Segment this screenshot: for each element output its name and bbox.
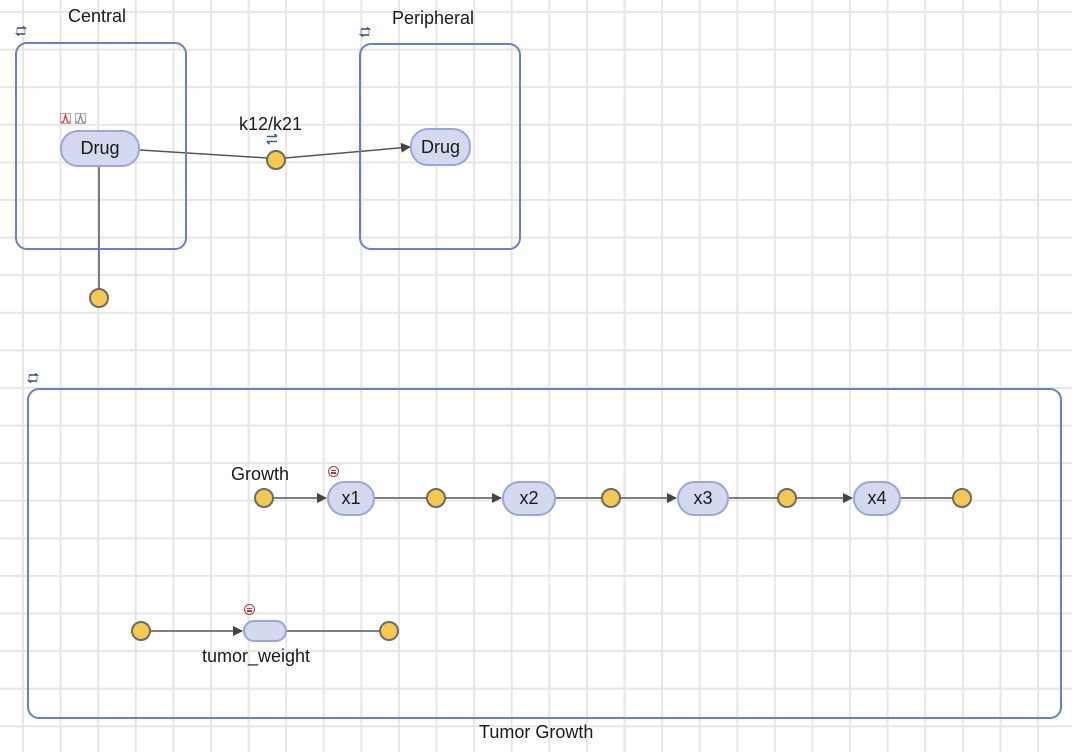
reaction-node-tumor-out[interactable]: [379, 621, 399, 641]
compartment-tumor-growth-label: Tumor Growth: [479, 722, 594, 742]
rule-icon[interactable]: [244, 604, 255, 615]
reaction-node-transit-2[interactable]: [601, 488, 621, 508]
species-central-drug-label: Drug: [80, 138, 120, 158]
species-central-drug[interactable]: Drug: [60, 130, 140, 167]
species-peripheral-drug[interactable]: Drug: [410, 128, 471, 166]
compartment-toggle-icon[interactable]: [26, 373, 40, 383]
edge-central-drug-to-distribution[interactable]: [139, 149, 268, 159]
species-tumor-weight[interactable]: [243, 620, 287, 642]
reaction-node-tumor-in[interactable]: [131, 621, 151, 641]
species-x3-label: x3: [693, 488, 713, 508]
reaction-node-transit-4[interactable]: [952, 488, 972, 508]
reaction-node-transit-3[interactable]: [777, 488, 797, 508]
reaction-node-transit-1[interactable]: [426, 488, 446, 508]
dose-icon-gray[interactable]: [75, 113, 86, 124]
reaction-node-distribution[interactable]: [266, 150, 286, 170]
reaction-node-growth[interactable]: [254, 488, 274, 508]
compartment-central-label: Central: [68, 6, 127, 26]
species-x1-label: x1: [341, 488, 361, 508]
edge-distribution-to-peripheral-drug[interactable]: [284, 142, 411, 159]
reaction-node-elimination[interactable]: [89, 288, 109, 308]
compartment-tumor-growth[interactable]: [27, 388, 1062, 719]
species-x4-label: x4: [867, 488, 887, 508]
compartment-toggle-icon[interactable]: [358, 27, 372, 37]
reaction-growth-label: Growth: [231, 464, 290, 484]
compartment-peripheral[interactable]: [359, 43, 521, 250]
compartment-toggle-icon[interactable]: [14, 26, 28, 36]
compartment-central[interactable]: [15, 42, 187, 250]
species-x3[interactable]: x3: [677, 481, 729, 516]
species-x4[interactable]: x4: [853, 481, 901, 516]
rule-icon[interactable]: [328, 466, 339, 477]
reversible-arrows-icon: [266, 133, 278, 145]
species-tumor-weight-caption: tumor_weight: [202, 646, 311, 666]
species-x2-label: x2: [519, 488, 539, 508]
species-x2[interactable]: x2: [502, 481, 556, 516]
species-peripheral-drug-label: Drug: [420, 136, 460, 157]
dose-icon-red[interactable]: [60, 113, 71, 124]
species-x1[interactable]: x1: [327, 481, 375, 516]
compartment-peripheral-label: Peripheral: [392, 8, 475, 28]
reaction-distribution-label: k12/k21: [239, 114, 303, 134]
